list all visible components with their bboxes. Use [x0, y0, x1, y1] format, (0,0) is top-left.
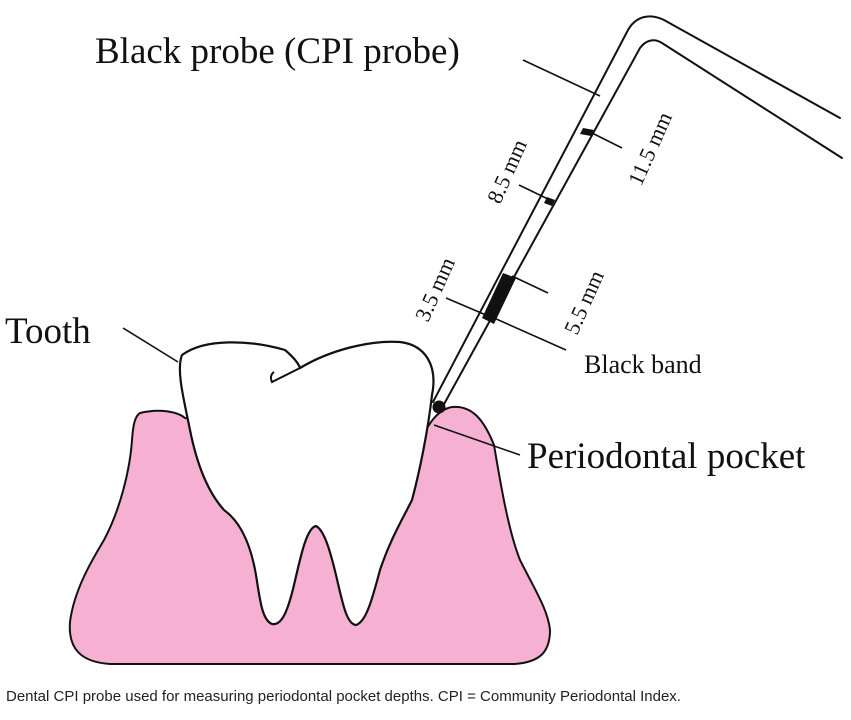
- label-8-5mm: 8.5 mm: [482, 135, 532, 207]
- leader-tooth: [122, 327, 179, 363]
- leader-11-5mm: [587, 130, 623, 149]
- leader-5-5mm-top: [511, 275, 549, 294]
- probe-mark-11-5: [580, 128, 594, 136]
- probe-ball-tip: [432, 400, 446, 414]
- leader-5-5mm-bottom: [493, 317, 567, 351]
- label-5-5mm: 5.5 mm: [559, 266, 609, 338]
- leader-probe: [522, 59, 601, 97]
- leader-8-5mm: [518, 184, 549, 200]
- cpi-probe-diagram: Black probe (CPI probe) Tooth Black band…: [5, 15, 843, 665]
- cpi-probe: [432, 15, 843, 407]
- label-black-band: Black band: [584, 350, 702, 379]
- label-probe: Black probe (CPI probe): [95, 31, 460, 72]
- probe-outline-outer: [432, 15, 841, 403]
- probe-outline-inner: [442, 39, 843, 407]
- leader-pocket: [433, 424, 521, 456]
- gum-tissue: [68, 405, 552, 665]
- probe-black-band: [482, 273, 516, 324]
- label-3-5mm: 3.5 mm: [410, 253, 460, 325]
- tooth: [178, 340, 435, 627]
- figure-caption: Dental CPI probe used for measuring peri…: [6, 688, 681, 705]
- label-tooth: Tooth: [5, 311, 91, 352]
- label-11-5mm: 11.5 mm: [623, 108, 677, 189]
- leader-3-5mm: [445, 297, 487, 316]
- label-periodontal-pocket: Periodontal pocket: [527, 436, 806, 477]
- tooth-groove: [269, 367, 301, 384]
